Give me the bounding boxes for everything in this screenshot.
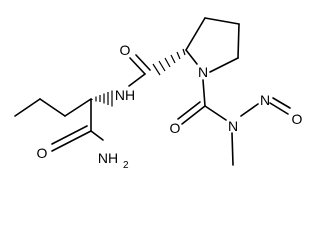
bond-carbonyl-o-2 [135, 54, 151, 71]
atom-o-amide: O [37, 145, 48, 161]
bond-nitroso-n-o-2 [272, 97, 291, 109]
bond-ring-n-urea-c [202, 79, 206, 107]
stereo-hash-bond-alpha-nh [91, 90, 113, 107]
bond-n-nitroso-n [240, 103, 259, 117]
atom-o-urea: O [170, 120, 181, 136]
bond-nh-carbonyl-c [128, 73, 146, 87]
bond-carbonyl-o-1 [129, 57, 146, 75]
bond-amide-c-o-2 [51, 125, 88, 145]
bond-ring-c4-c5 [237, 23, 240, 59]
bond-urea-c-o-1 [181, 105, 206, 125]
bond-amide-c-o-1 [51, 130, 92, 152]
svg-text:NH: NH [98, 150, 118, 166]
bond-ring-c5-n [209, 57, 239, 73]
atom-n-ring: N [198, 64, 208, 80]
bond-n-methyl [231, 132, 234, 166]
bond-propyl-3 [64, 98, 92, 117]
atom-n-nitroso: N [260, 92, 270, 108]
bond-ring-n-c2 [185, 49, 198, 65]
atom-o-carbonyl-top: O [120, 42, 131, 58]
bond-ring-c2-c3 [185, 17, 206, 51]
bond-urea-c-n-methyl [204, 105, 227, 121]
bond-amide-c-nh2 [90, 130, 104, 141]
atom-o-nitroso: O [292, 111, 303, 127]
atom-nh-linker: NH [115, 87, 135, 103]
bond-urea-c-o-2 [177, 101, 201, 120]
bond-propyl-1 [14, 98, 41, 117]
molecule-structure-diagram: O NH 2 NH O N O N N O [14, 17, 303, 171]
bond-nitroso-n-o-1 [269, 102, 289, 115]
bond-ring-c3-c4 [204, 17, 240, 25]
bond-propyl-2 [39, 98, 66, 117]
stereo-hash-bond-ring-carbonyl [152, 48, 186, 76]
svg-text:2: 2 [123, 160, 129, 171]
atom-nh2-amide: NH 2 [98, 150, 129, 171]
atom-n-methyl: N [228, 118, 238, 134]
